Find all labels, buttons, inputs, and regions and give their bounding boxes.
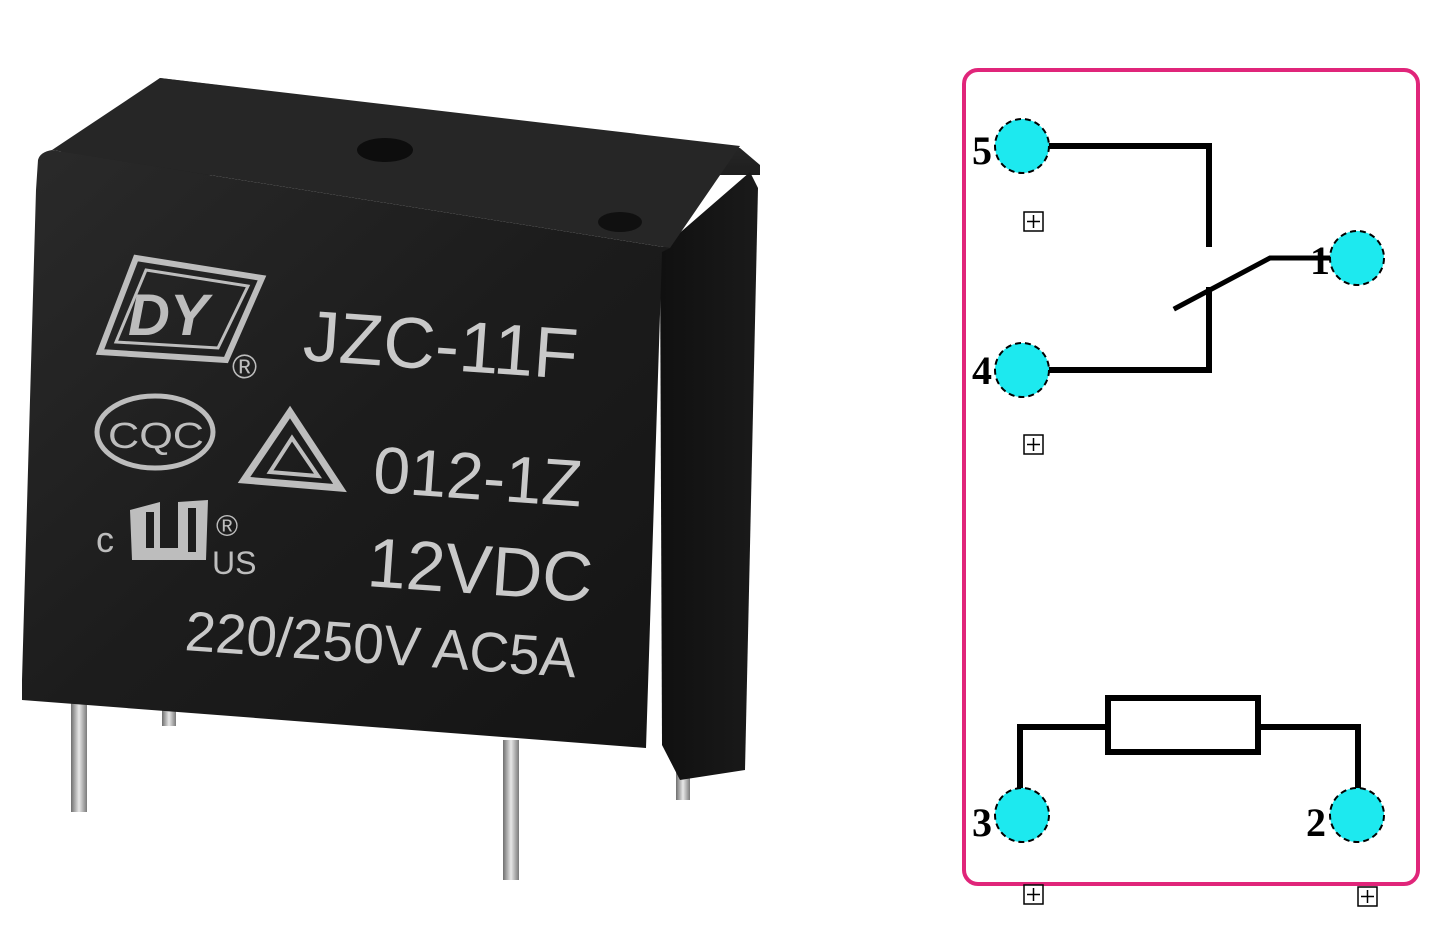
cqc-logo: CQC — [94, 393, 216, 471]
pin-label-2: 2 — [1306, 800, 1326, 845]
expand-plus-icon[interactable] — [1023, 884, 1044, 905]
ul-logo: c ® US — [96, 500, 256, 581]
schematic-wires — [1017, 143, 1361, 793]
coil-voltage-label: 12VDC — [365, 523, 596, 617]
pin-label-3: 3 — [972, 800, 992, 845]
pin-label-5: 5 — [972, 128, 992, 173]
pin-label-1: 1 — [1310, 238, 1330, 283]
expand-markers — [1023, 211, 1378, 907]
expand-plus-icon[interactable] — [1357, 886, 1378, 907]
wire-pin3 — [1017, 724, 1111, 793]
pin-4-terminal[interactable] — [994, 342, 1050, 398]
registered-mark: ® — [232, 348, 257, 386]
ul-registered-mark: ® — [216, 510, 238, 543]
model-label: JZC-11F — [301, 296, 581, 395]
ul-mark-right: US — [212, 545, 256, 581]
relay-case — [22, 78, 760, 780]
variant-label: 012-1Z — [371, 432, 585, 520]
dy-logo: DY — [95, 254, 267, 364]
wire-pin5 — [1047, 143, 1212, 247]
relay-pin — [71, 690, 87, 812]
ul-mark-left: c — [96, 519, 114, 560]
pin-label-4: 4 — [972, 348, 992, 393]
coil-resistor — [1105, 695, 1261, 755]
schematic-border — [962, 68, 1420, 886]
wire-pin4 — [1047, 287, 1212, 373]
wire-pin2 — [1255, 724, 1361, 793]
quality-triangle-logo — [237, 405, 347, 493]
switch-blade — [1172, 255, 1333, 312]
expand-plus-icon[interactable] — [1023, 434, 1044, 455]
relay-photo: DY ® JZC-11F CQC 012-1Z c ® US 12VDC 220… — [22, 78, 760, 880]
cqc-logo-text: CQC — [108, 415, 204, 456]
pin-1-terminal[interactable] — [1329, 230, 1385, 286]
pin-5-terminal[interactable] — [994, 118, 1050, 174]
pin-2-terminal[interactable] — [1329, 787, 1385, 843]
relay-pin — [503, 740, 519, 880]
dy-logo-text: DY — [128, 283, 214, 348]
pin-3-terminal[interactable] — [994, 787, 1050, 843]
expand-plus-icon[interactable] — [1023, 211, 1044, 232]
